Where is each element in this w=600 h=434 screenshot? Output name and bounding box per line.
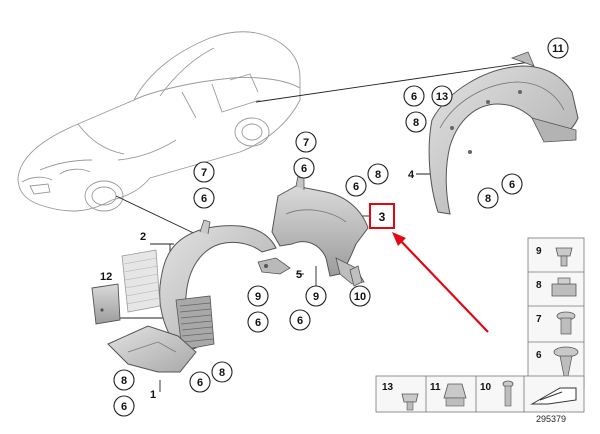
callout-9-right: 9 <box>305 285 327 307</box>
svg-text:6: 6 <box>509 179 515 191</box>
svg-text:6: 6 <box>353 181 359 193</box>
svg-text:10: 10 <box>480 382 492 393</box>
svg-text:8: 8 <box>219 367 225 379</box>
svg-text:9: 9 <box>255 291 261 303</box>
highlight-arrow <box>392 232 489 333</box>
callout-8-bottom-left: 8 <box>113 369 135 391</box>
callout-6-rear: 6 <box>403 85 425 107</box>
expanding-rivet <box>349 265 363 287</box>
callout-7-mid: 7 <box>295 131 317 153</box>
callout-8-mid-right: 8 <box>367 163 389 185</box>
svg-text:8: 8 <box>121 375 127 387</box>
svg-text:6: 6 <box>536 350 542 361</box>
svg-text:3: 3 <box>379 210 386 224</box>
callout-10: 10 <box>349 285 371 307</box>
svg-text:11: 11 <box>552 43 564 55</box>
svg-text:6: 6 <box>297 315 303 327</box>
callout-6-mid: 6 <box>293 157 315 179</box>
callout-6-bottom-left: 6 <box>113 395 135 417</box>
legend-item-9: 9 <box>536 246 573 267</box>
callout-6-bottom-right: 6 <box>289 309 311 331</box>
cover-plate <box>91 283 121 325</box>
svg-text:6: 6 <box>197 377 203 389</box>
svg-text:10: 10 <box>354 291 366 303</box>
legend-item-8: 8 <box>536 277 577 297</box>
fastener-legend-column <box>527 237 585 389</box>
svg-text:6: 6 <box>411 91 417 103</box>
callout-6-bottom-center: 6 <box>189 371 211 393</box>
mesh-insert <box>121 249 161 313</box>
legend-item-10: 10 <box>480 380 514 407</box>
svg-text:9: 9 <box>536 246 542 257</box>
label-2: 2 <box>140 231 146 243</box>
label-1: 1 <box>150 389 156 401</box>
bottom-cover <box>107 325 197 373</box>
label-5: 5 <box>296 269 302 281</box>
callout-9-left: 9 <box>247 285 269 307</box>
svg-text:7: 7 <box>536 314 542 325</box>
wheel-arch-liner-front-section <box>159 219 277 353</box>
svg-text:8: 8 <box>375 169 381 181</box>
callout-6-mid-right: 6 <box>345 175 367 197</box>
orientation-arrow-icon <box>530 387 577 405</box>
svg-text:6: 6 <box>201 193 207 205</box>
car-outline <box>17 31 301 212</box>
svg-text:8: 8 <box>536 280 542 291</box>
callout-6-front: 6 <box>193 187 215 209</box>
callout-11: 11 <box>547 37 569 59</box>
svg-text:8: 8 <box>485 193 491 205</box>
callout-8-rear-lower: 8 <box>477 187 499 209</box>
svg-text:8: 8 <box>413 117 419 129</box>
svg-text:9: 9 <box>313 291 319 303</box>
callout-13: 13 <box>431 85 453 107</box>
legend-item-11: 11 <box>430 382 467 407</box>
label-12: 12 <box>100 271 112 283</box>
svg-text:6: 6 <box>255 317 261 329</box>
svg-text:7: 7 <box>201 167 207 179</box>
callout-8-bottom-center: 8 <box>211 361 233 383</box>
legend-item-7: 7 <box>536 311 576 335</box>
legend-item-13: 13 <box>382 382 419 411</box>
svg-text:13: 13 <box>436 91 448 103</box>
svg-text:7: 7 <box>303 137 309 149</box>
drawing-number: 295379 <box>535 414 566 424</box>
callout-6-bottom-mid: 6 <box>247 311 269 333</box>
callout-6-rear-lower: 6 <box>501 173 523 195</box>
callout-7-front: 7 <box>193 161 215 183</box>
svg-text:13: 13 <box>382 382 394 393</box>
svg-text:6: 6 <box>301 163 307 175</box>
small-bracket <box>257 257 291 275</box>
svg-text:11: 11 <box>430 382 441 393</box>
callout-8-rear: 8 <box>405 111 427 133</box>
highlight-box-3: 3 <box>369 203 395 229</box>
rear-wheel-arch-liner <box>428 51 579 215</box>
svg-text:6: 6 <box>121 401 127 413</box>
label-4: 4 <box>408 169 415 181</box>
